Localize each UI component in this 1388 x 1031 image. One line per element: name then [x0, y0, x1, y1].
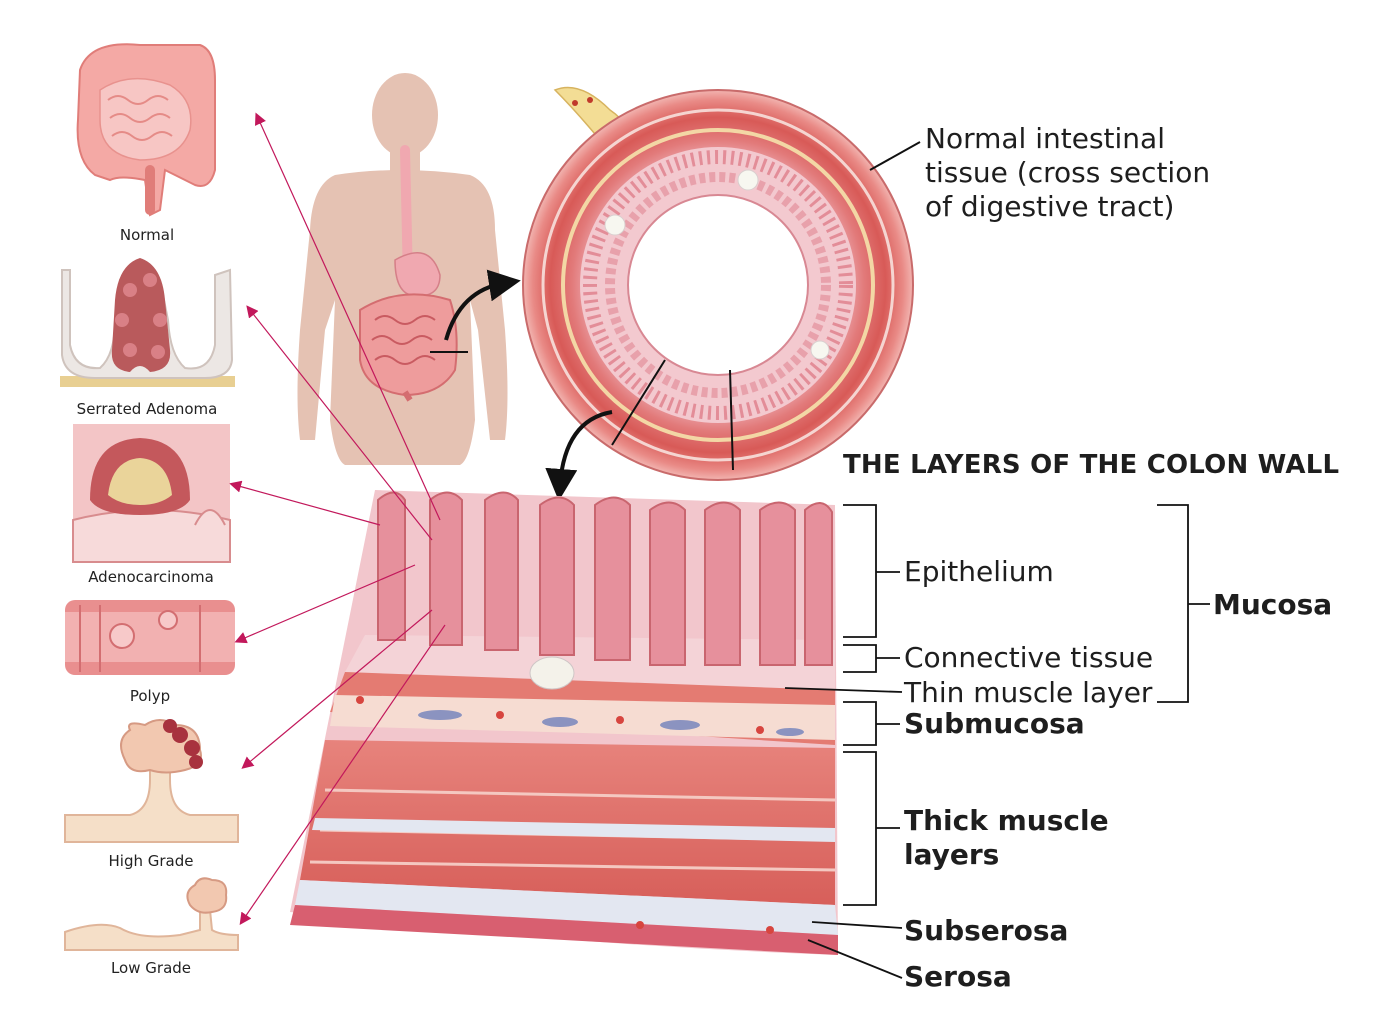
normal-colon-illustration — [76, 43, 216, 217]
arrow-to-wall-section — [545, 410, 613, 501]
polyp-illustration — [65, 600, 235, 675]
thumbnail-label-low-grade: Low Grade — [110, 959, 192, 977]
diagram-title: THE LAYERS OF THE COLON WALL — [843, 450, 1340, 480]
human-body-illustration — [297, 73, 508, 465]
label-subserosa: Subserosa — [904, 914, 1069, 947]
label-serosa: Serosa — [904, 960, 1012, 993]
label-thick-muscle-line2: layers — [904, 838, 1000, 871]
thumbnail-label-serrated-adenoma: Serrated Adenoma — [76, 400, 218, 418]
cross-section-illustration — [522, 86, 921, 481]
thumbnail-label-adenocarcinoma: Adenocarcinoma — [88, 568, 214, 586]
thumbnail-label-high-grade: High Grade — [108, 852, 194, 870]
high-grade-illustration — [64, 719, 239, 843]
pointer-lines — [229, 112, 446, 925]
label-thick-muscle-line1: Thick muscle — [904, 804, 1109, 837]
label-connective-tissue: Connective tissue — [904, 641, 1154, 674]
label-submucosa: Submucosa — [904, 707, 1085, 740]
thumbnail-label-normal: Normal — [119, 226, 175, 244]
layer-brackets — [784, 504, 1210, 979]
arrow-to-cross-section — [444, 269, 521, 341]
adenocarcinoma-illustration — [72, 424, 231, 563]
cross-section-caption: Normal intestinal tissue (cross section … — [925, 122, 1211, 223]
thumbnail-label-polyp: Polyp — [129, 687, 171, 705]
serrated-adenoma-illustration — [60, 258, 235, 387]
colon-wall-section — [290, 490, 838, 955]
low-grade-illustration — [64, 877, 239, 951]
label-thin-muscle-layer: Thin muscle layer — [904, 676, 1153, 709]
label-epithelium: Epithelium — [904, 555, 1054, 588]
label-mucosa: Mucosa — [1213, 588, 1333, 621]
